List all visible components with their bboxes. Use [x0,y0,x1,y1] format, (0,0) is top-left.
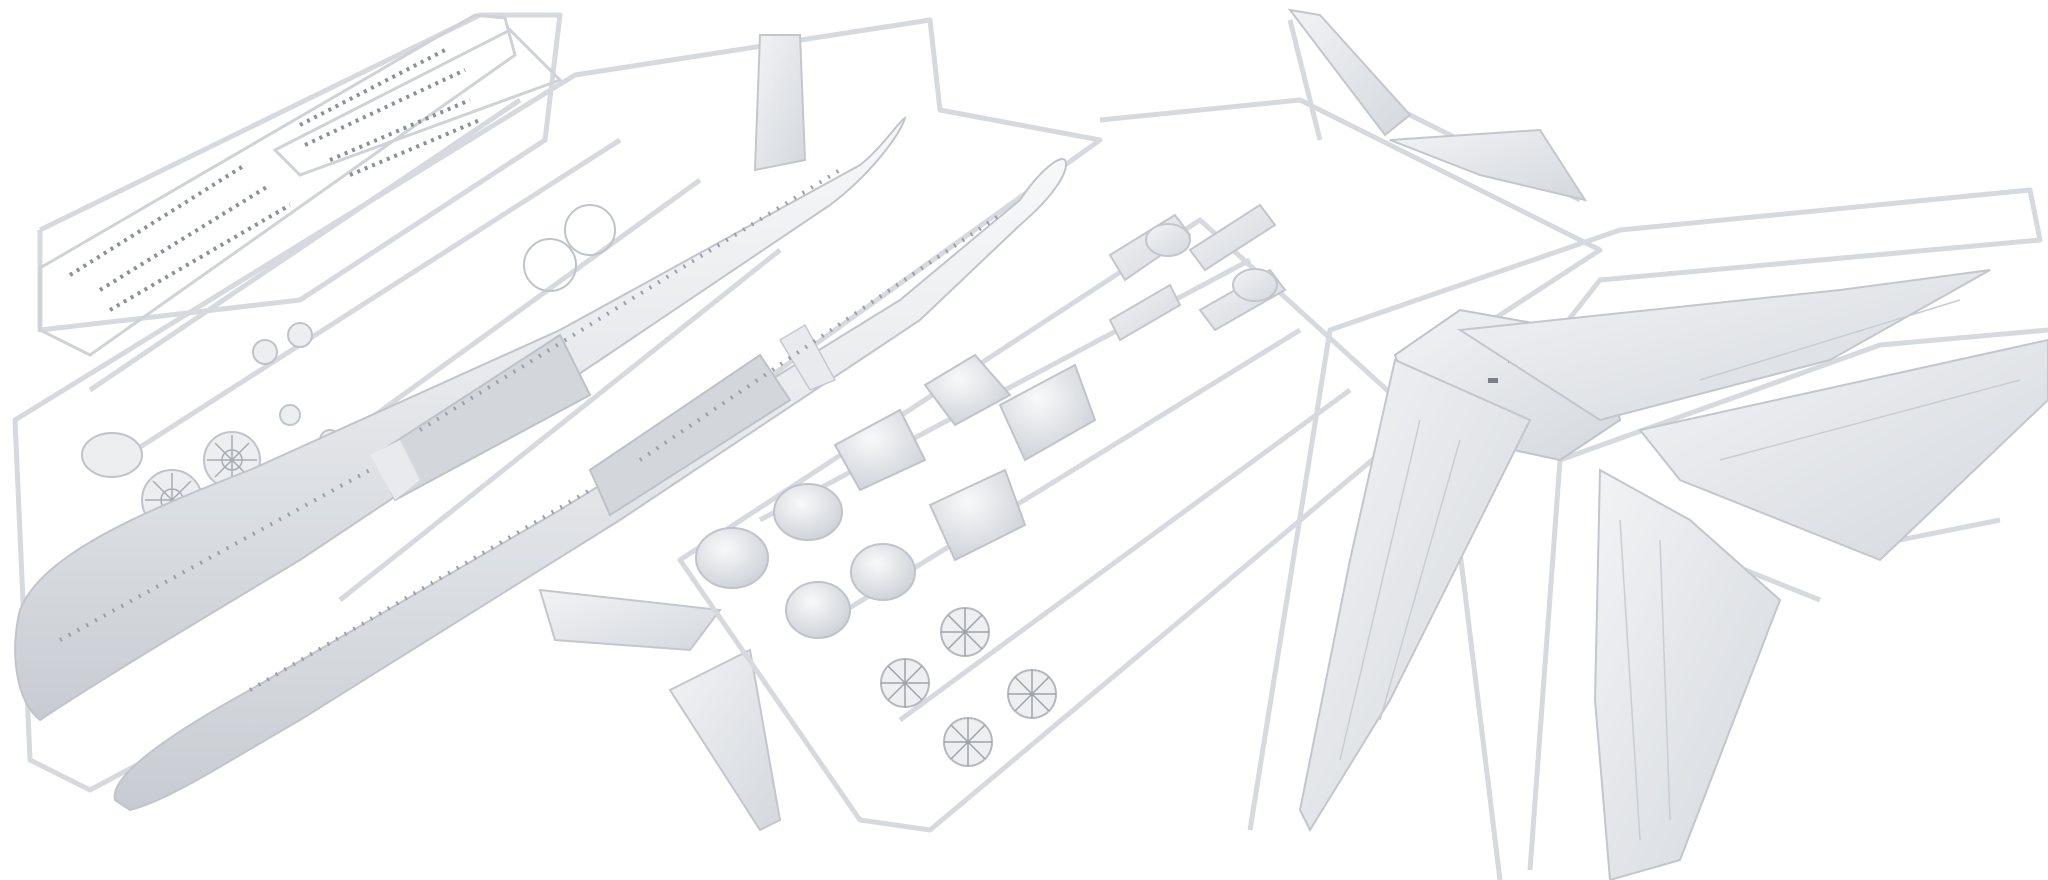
horizontal-stabilizer-left [538,588,722,652]
engine-pylons [1108,203,1287,342]
wing-left-inner [1593,468,1782,880]
winglet-upper-right [1389,128,1588,202]
wing-lower-right [1638,338,2048,562]
winglet-upper-left [1287,8,1412,137]
upper-fuselage-windows [59,168,842,642]
fuselage-half-lower [113,158,1067,812]
window-strips [68,48,481,312]
horizontal-stabilizer-right [668,648,782,832]
vertical-stabilizer [753,34,807,172]
wing-panel-lines [1339,299,2021,841]
fan-blade-lines [881,608,1056,766]
parts-frame-small [38,13,563,357]
fuselage-half-upper [14,116,907,722]
engine-cowlings [695,353,1097,639]
